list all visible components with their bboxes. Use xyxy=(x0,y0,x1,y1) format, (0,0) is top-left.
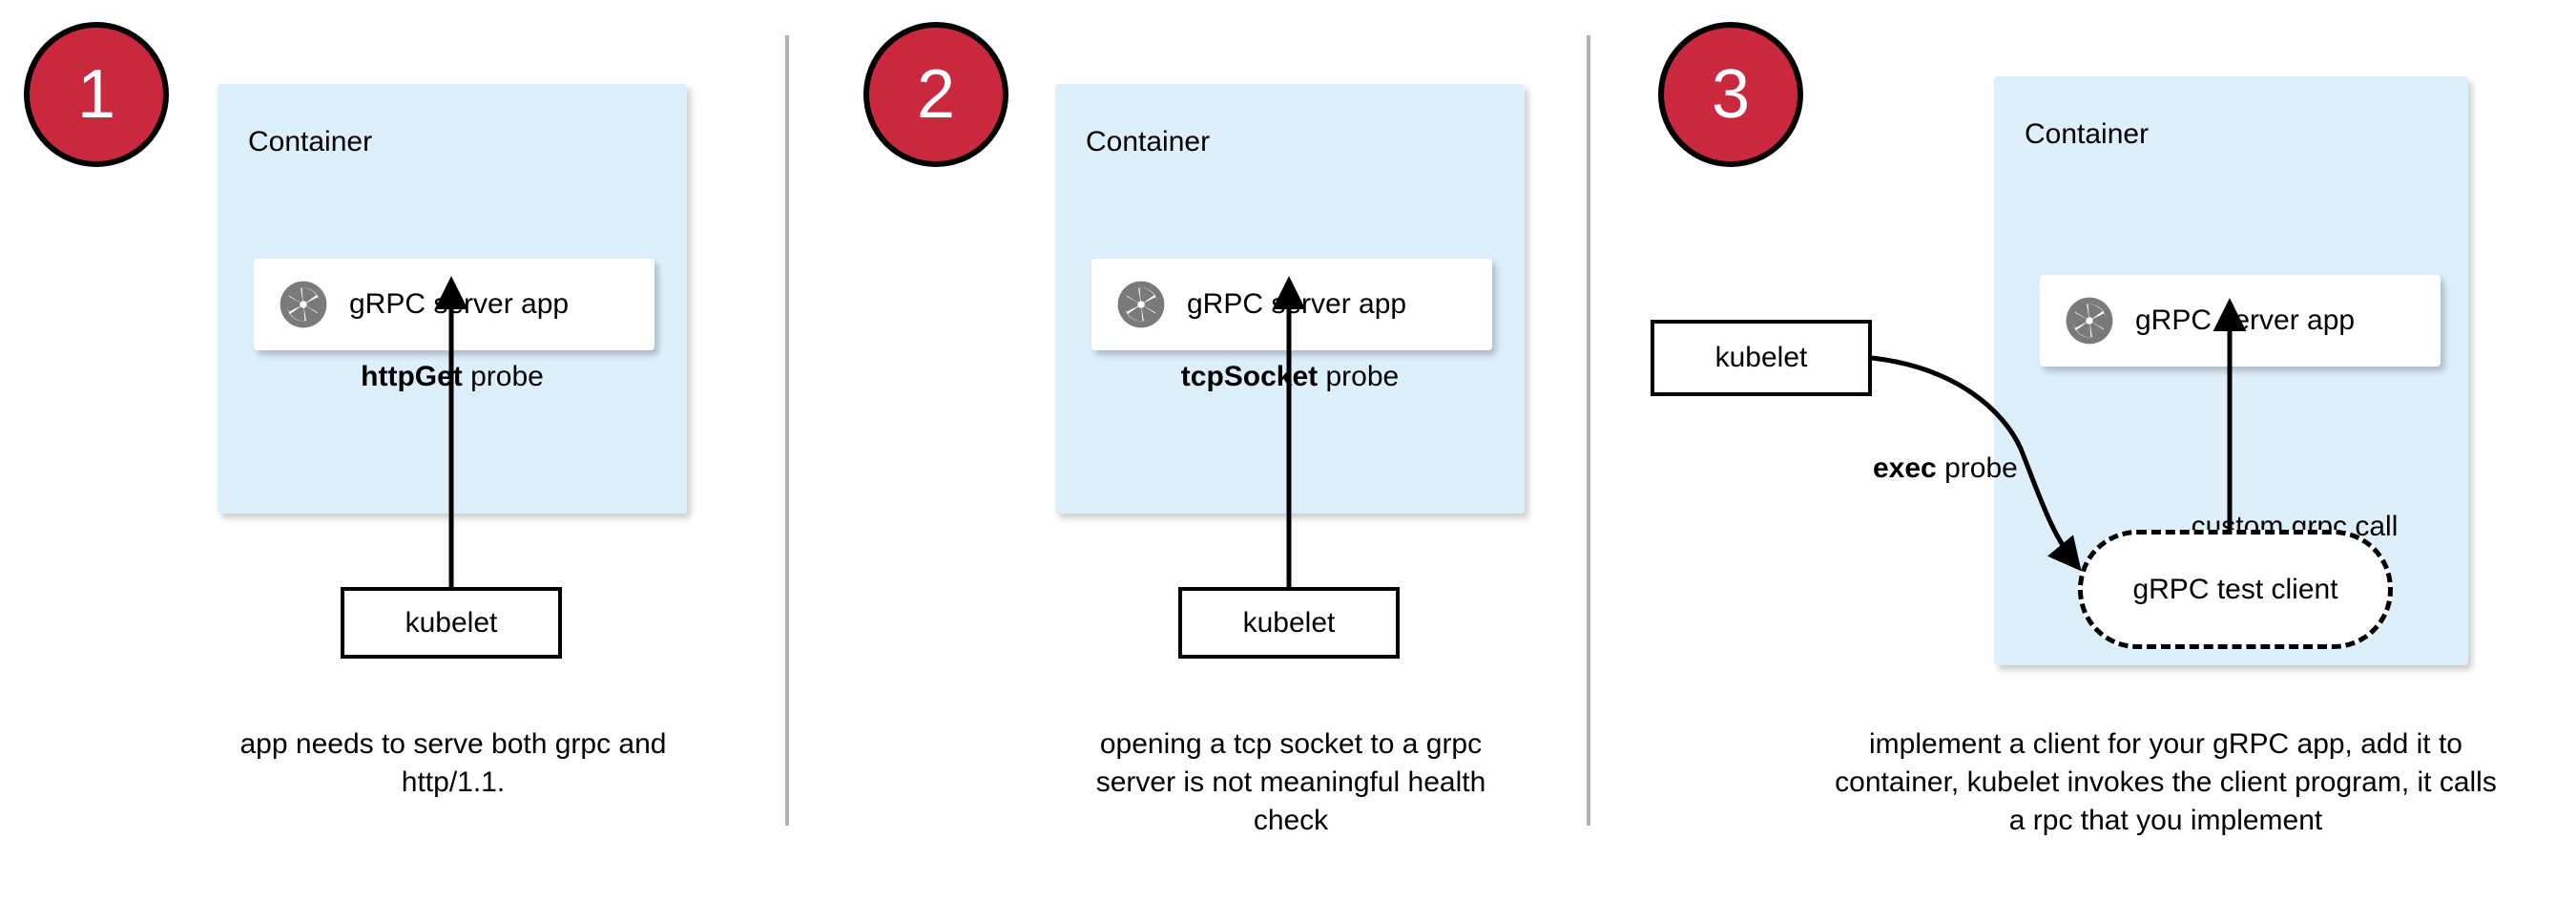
probe-kind-3: exec xyxy=(1873,452,1937,484)
step-badge-2: 2 xyxy=(863,22,1008,167)
kubelet-label-2: kubelet xyxy=(1242,606,1336,639)
panel-divider-1 xyxy=(785,35,789,826)
container-box-3: Container gRPC server a xyxy=(1994,76,2468,665)
exec-probe-label: exec probe xyxy=(1873,452,2130,485)
probe-kind-2: tcpSocket xyxy=(1180,361,1319,392)
step-badge-2-number: 2 xyxy=(916,56,956,133)
container-label-2: Container xyxy=(1086,126,1211,157)
panel-caption-3: implement a client for your gRPC app, ad… xyxy=(1835,728,2497,836)
grpc-server-app-label-3: gRPC server app xyxy=(2135,304,2356,336)
probe-kind-1: httpGet xyxy=(361,361,463,392)
grpc-logo-icon xyxy=(279,280,328,329)
probe-suffix-3: probe xyxy=(1936,452,2018,484)
step-badge-3: 3 xyxy=(1658,22,1803,167)
kubelet-label-1: kubelet xyxy=(405,606,498,639)
kubelet-box-3: kubelet xyxy=(1651,320,1872,396)
grpc-server-app-card-1: gRPC server app xyxy=(254,259,654,350)
step-badge-1-number: 1 xyxy=(76,56,116,133)
panel-divider-2 xyxy=(1587,35,1590,826)
container-box-2: Container gRPC server a xyxy=(1055,84,1525,514)
panel-caption-2: opening a tcp socket to a grpc server is… xyxy=(1095,728,1486,836)
tcpsocket-probe-label: tcpSocket probe xyxy=(1055,361,1525,393)
kubelet-box-2: kubelet xyxy=(1178,587,1400,659)
grpc-server-app-label-1: gRPC server app xyxy=(349,288,570,320)
kubelet-label-3: kubelet xyxy=(1714,342,1808,373)
container-box-1: Container gRPC server a xyxy=(218,84,687,514)
grpc-logo-icon xyxy=(1116,280,1166,329)
probe-suffix-1: probe xyxy=(462,361,544,392)
container-label-3: Container xyxy=(2025,118,2150,150)
grpc-test-client-label: gRPC test client xyxy=(2132,573,2338,605)
kubelet-box-1: kubelet xyxy=(341,587,562,659)
step-badge-1: 1 xyxy=(24,22,169,167)
grpc-server-app-label-2: gRPC server app xyxy=(1187,288,1407,320)
panel-caption-1: app needs to serve both grpc and http/1.… xyxy=(239,728,667,798)
grpc-server-app-card-2: gRPC server app xyxy=(1091,259,1492,350)
httpget-probe-label: httpGet probe xyxy=(218,361,687,393)
container-label-1: Container xyxy=(248,126,373,157)
step-badge-3-number: 3 xyxy=(1711,56,1751,133)
grpc-server-app-card-3: gRPC server app xyxy=(2040,275,2441,367)
probe-suffix-2: probe xyxy=(1318,361,1400,392)
grpc-test-client-node: gRPC test client xyxy=(2078,530,2393,649)
grpc-logo-icon xyxy=(2065,296,2114,346)
